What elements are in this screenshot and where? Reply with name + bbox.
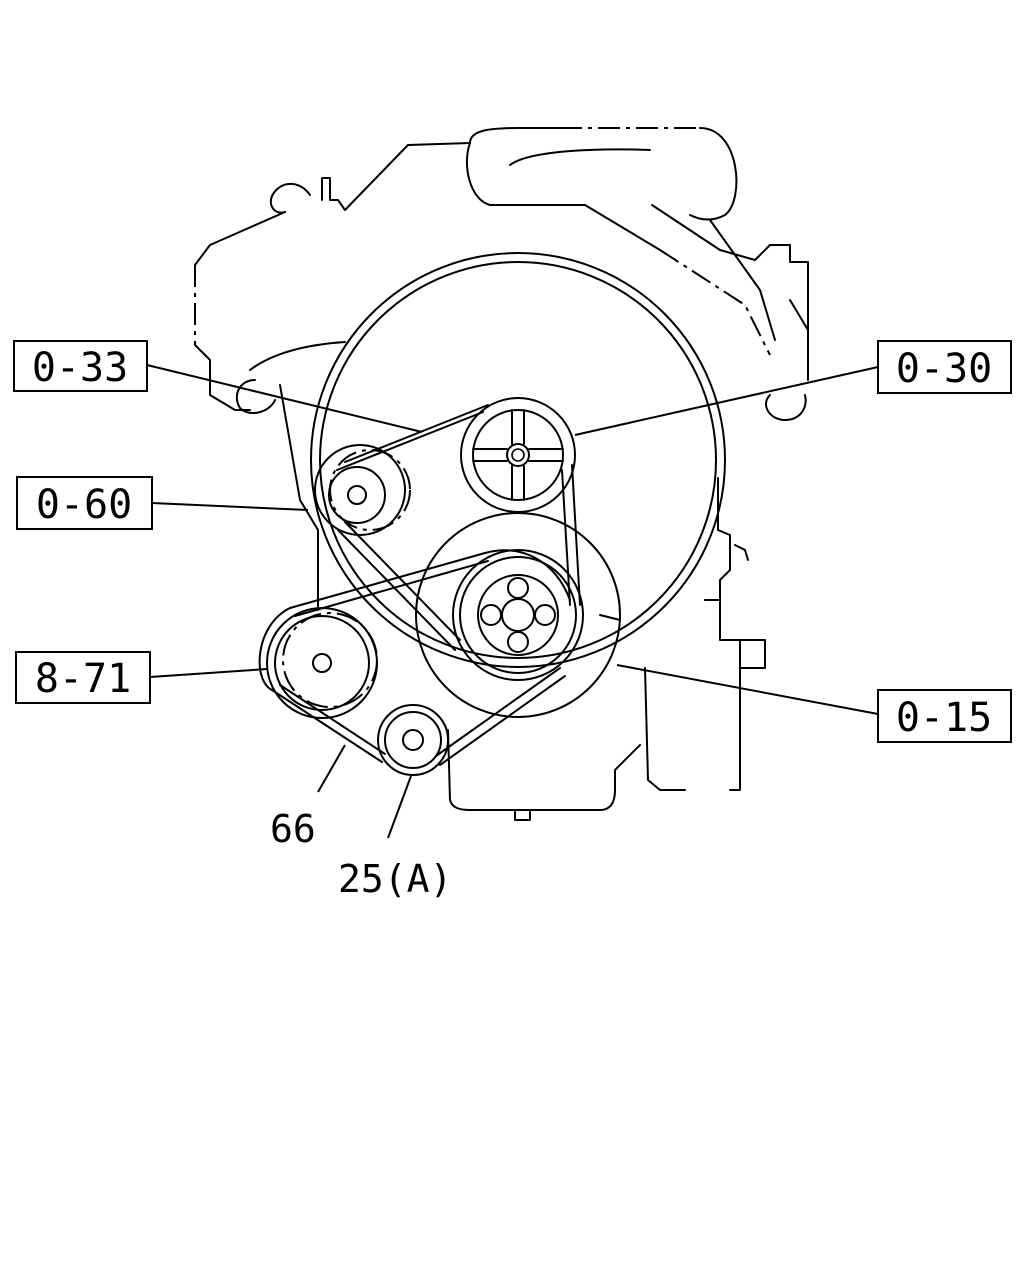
callout-0-15-text: 0-15	[896, 695, 992, 741]
part-label-66: 66	[270, 807, 316, 851]
lower-belt	[258, 549, 571, 766]
fan-pulley	[460, 397, 576, 513]
callout-0-15: 0-15	[877, 689, 1012, 743]
callout-8-71: 8-71	[15, 651, 151, 704]
leader-lines	[146, 364, 879, 839]
callout-0-60: 0-60	[16, 476, 153, 530]
alternator-pulley	[266, 607, 378, 719]
callout-0-33-text: 0-33	[32, 345, 128, 391]
small-idler-pulley	[377, 704, 449, 776]
part-label-25a: 25(A)	[338, 857, 452, 901]
large-belt-loop	[310, 252, 726, 668]
callout-8-71-text: 8-71	[35, 656, 131, 702]
crankshaft-pulley	[415, 512, 621, 718]
upper-belt	[336, 404, 581, 651]
callout-0-60-text: 0-60	[36, 482, 132, 528]
callout-0-33: 0-33	[13, 340, 148, 392]
tensioner-pulley	[314, 444, 411, 536]
callout-0-30: 0-30	[877, 340, 1012, 394]
callout-0-30-text: 0-30	[896, 346, 992, 392]
engine-outline	[194, 127, 809, 821]
